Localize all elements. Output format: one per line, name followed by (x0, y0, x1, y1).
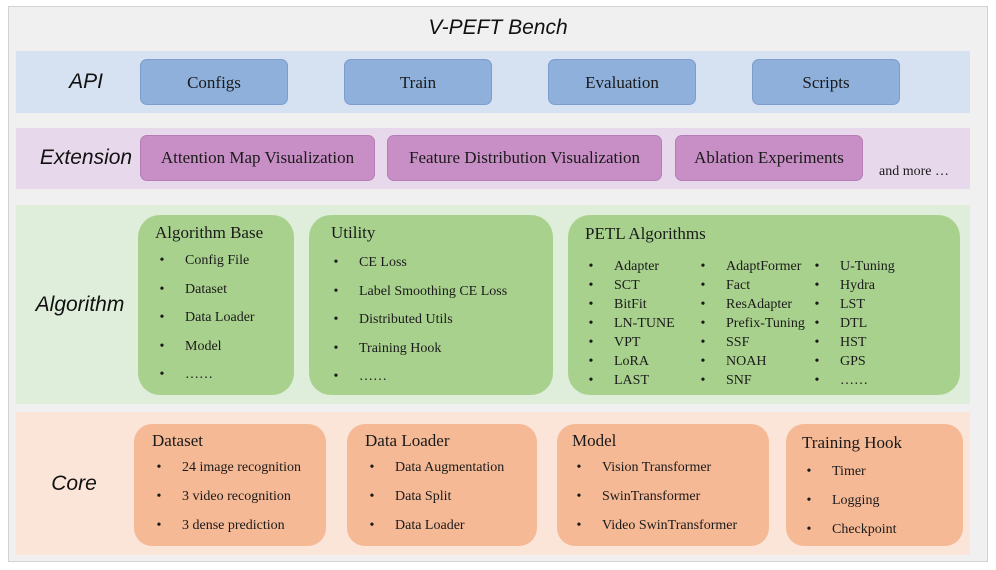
configs-box: Configs (140, 59, 288, 105)
model-list: •Vision Transformer •SwinTransformer •Vi… (572, 460, 738, 547)
list-item: •SwinTransformer (576, 489, 701, 504)
list-item: •Video SwinTransformer (576, 518, 738, 533)
list-item: •SSF (700, 335, 750, 350)
utility-card: Utility •CE Loss •Label Smoothing CE Los… (309, 215, 553, 395)
list-item: •LN-TUNE (588, 316, 675, 331)
list-item: •3 dense prediction (156, 518, 285, 533)
list-item: •LoRA (588, 354, 649, 369)
utility-list: •CE Loss •Label Smoothing CE Loss •Distr… (329, 255, 508, 398)
list-item: •3 video recognition (156, 489, 291, 504)
list-item: •AdaptFormer (700, 259, 802, 274)
and-more-label: and more … (879, 164, 949, 179)
petl-algorithms-columns: •Adapter •SCT •BitFit •LN-TUNE •VPT •LoR… (585, 257, 921, 390)
petl-algorithms-title: PETL Algorithms (585, 224, 706, 243)
list-item: •GPS (814, 354, 866, 369)
ablation-experiments-box: Ablation Experiments (675, 135, 863, 181)
list-item: •DTL (814, 316, 868, 331)
attention-map-visualization-box: Attention Map Visualization (140, 135, 375, 181)
diagram-title: V-PEFT Bench (428, 16, 568, 39)
list-item: •Fact (700, 278, 751, 293)
list-item: •BitFit (588, 297, 647, 312)
list-item: •LAST (588, 373, 649, 388)
list-item: •…… (159, 367, 213, 382)
core-layer: Core Dataset •24 image recognition •3 vi… (16, 412, 970, 555)
list-item: •Training Hook (333, 340, 442, 356)
list-item: •…… (814, 373, 868, 388)
list-item: •Checkpoint (806, 522, 897, 537)
list-item: •Data Loader (159, 310, 255, 325)
dataset-card: Dataset •24 image recognition •3 video r… (134, 424, 326, 546)
list-item: •ResAdapter (700, 297, 793, 312)
list-item: •Logging (806, 493, 880, 508)
list-item: •…… (333, 369, 387, 384)
list-item: •Data Loader (369, 518, 465, 533)
petl-column-3: •U-Tuning •Hydra •LST •DTL •HST •GPS •…… (811, 257, 921, 390)
petl-algorithms-card: PETL Algorithms •Adapter •SCT •BitFit •L… (568, 215, 960, 395)
data-loader-title: Data Loader (365, 431, 450, 450)
list-item: •NOAH (700, 354, 767, 369)
algorithm-base-title: Algorithm Base (155, 223, 264, 242)
list-item: •Adapter (588, 259, 660, 274)
training-hook-card: Training Hook •Timer •Logging •Checkpoin… (786, 424, 963, 546)
scripts-box: Scripts (752, 59, 900, 105)
model-title: Model (572, 431, 617, 450)
api-layer-label: API (69, 70, 103, 93)
core-layer-label: Core (51, 472, 97, 495)
training-hook-list: •Timer •Logging •Checkpoint (802, 464, 897, 551)
list-item: •SNF (700, 373, 752, 388)
extension-layer-label: Extension (39, 146, 133, 169)
list-item: •VPT (588, 335, 641, 350)
list-item: •Hydra (814, 278, 875, 293)
feature-distribution-visualization-box: Feature Distribution Visualization (387, 135, 662, 181)
data-loader-card: Data Loader •Data Augmentation •Data Spl… (347, 424, 537, 546)
dataset-list: •24 image recognition •3 video recogniti… (152, 460, 301, 547)
list-item: •Data Split (369, 489, 452, 504)
utility-title: Utility (331, 223, 376, 242)
list-item: •Dataset (159, 281, 227, 297)
petl-column-1: •Adapter •SCT •BitFit •LN-TUNE •VPT •LoR… (585, 257, 697, 390)
training-hook-title: Training Hook (802, 433, 902, 452)
list-item: •Config File (159, 253, 250, 268)
list-item: •24 image recognition (156, 460, 301, 475)
list-item: •Distributed Utils (333, 312, 453, 327)
list-item: •Vision Transformer (576, 460, 712, 475)
list-item: •Prefix-Tuning (700, 316, 805, 331)
algorithm-layer-label: Algorithm (35, 293, 125, 316)
list-item: •CE Loss (333, 255, 407, 270)
extension-layer: Extension Attention Map Visualization Fe… (16, 128, 970, 189)
list-item: •U-Tuning (814, 259, 895, 274)
list-item: •Data Augmentation (369, 460, 505, 475)
evaluation-box: Evaluation (548, 59, 696, 105)
list-item: •HST (814, 335, 867, 350)
algorithm-base-list: •Config File •Dataset •Data Loader •Mode… (155, 253, 255, 396)
dataset-title: Dataset (152, 431, 203, 450)
train-box: Train (344, 59, 492, 105)
list-item: •SCT (588, 278, 640, 293)
list-item: •Model (159, 338, 222, 354)
list-item: •LST (814, 297, 865, 312)
list-item: •Timer (806, 464, 866, 479)
data-loader-list: •Data Augmentation •Data Split •Data Loa… (365, 460, 505, 547)
petl-column-2: •AdaptFormer •Fact •ResAdapter •Prefix-T… (697, 257, 811, 390)
algorithm-layer: Algorithm Algorithm Base •Config File •D… (16, 205, 970, 404)
algorithm-base-card: Algorithm Base •Config File •Dataset •Da… (138, 215, 294, 395)
list-item: •Label Smoothing CE Loss (333, 283, 508, 299)
model-card: Model •Vision Transformer •SwinTransform… (557, 424, 769, 546)
api-layer: API Configs Train Evaluation Scripts (16, 51, 970, 113)
